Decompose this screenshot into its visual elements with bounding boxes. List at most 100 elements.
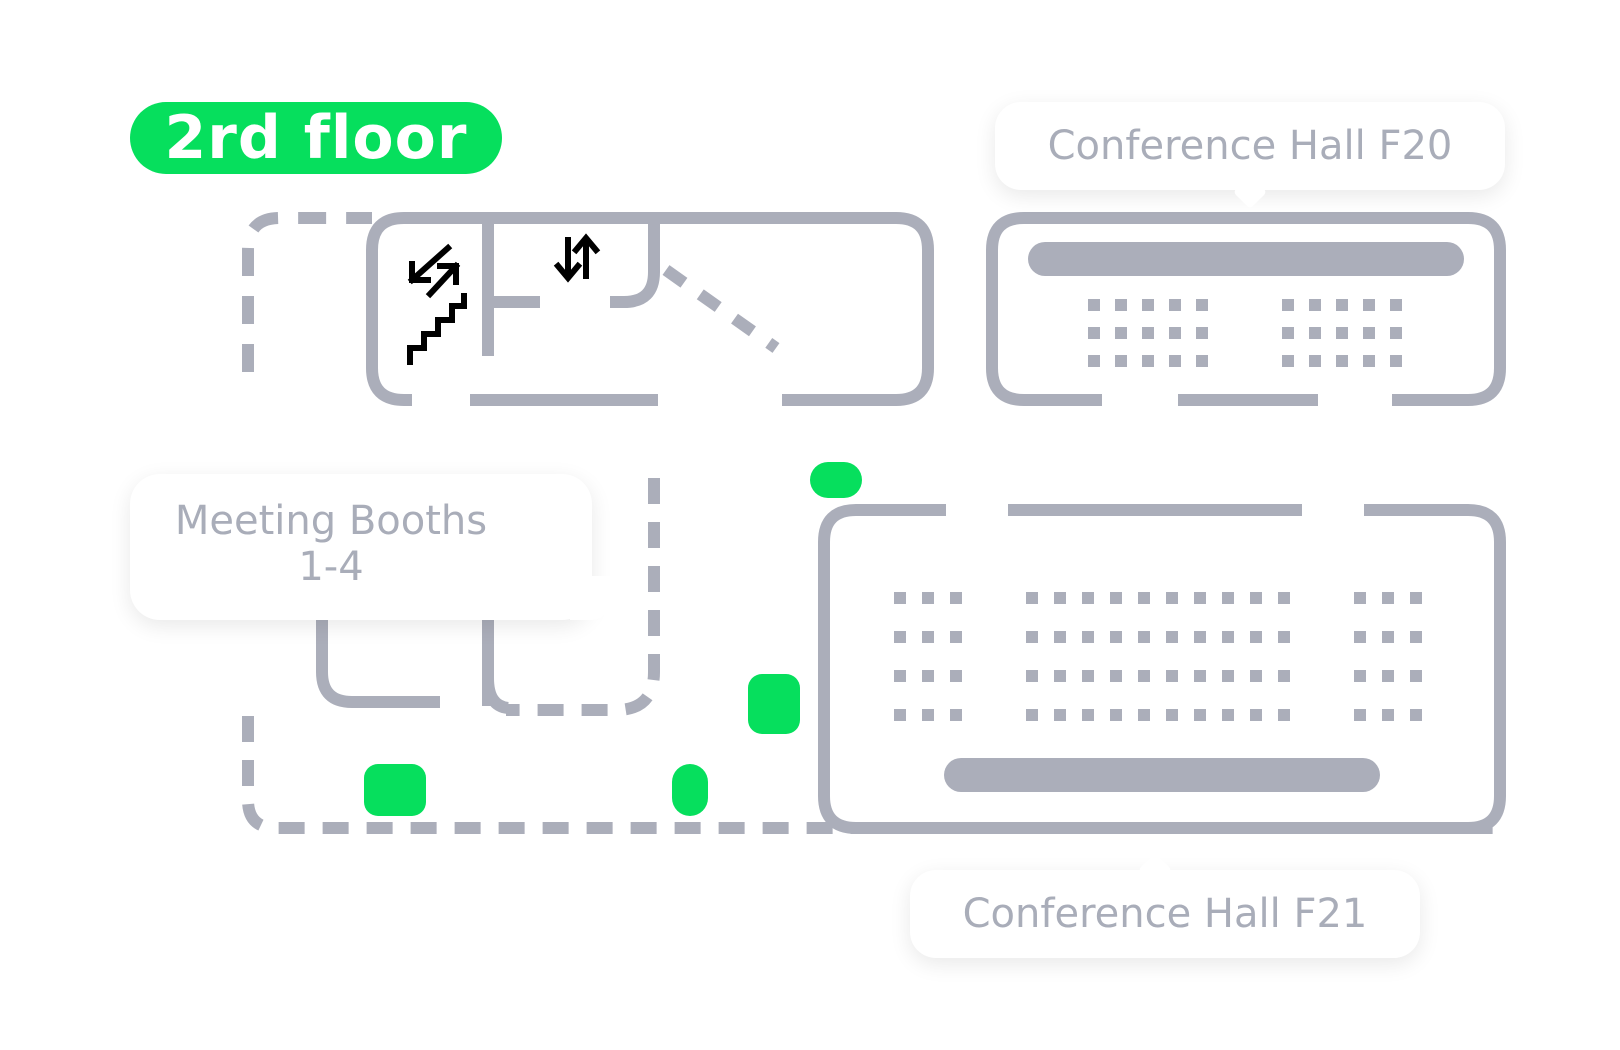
seat [1082, 592, 1094, 604]
seat [1115, 299, 1127, 311]
seat [1194, 670, 1206, 682]
seat [1282, 327, 1294, 339]
seat [1278, 592, 1290, 604]
corridor-dashed-wall-bottom [242, 716, 1500, 834]
seat [1026, 592, 1038, 604]
corridor-dashed-wall-top-left [242, 212, 372, 372]
seat [1336, 355, 1348, 367]
seat [1363, 355, 1375, 367]
conference-hall-f21-callout[interactable]: Conference Hall F21 [910, 870, 1420, 958]
seat [1142, 327, 1154, 339]
seat [1250, 592, 1262, 604]
meeting-booth-wall-right-corner [482, 677, 510, 714]
seat [1110, 592, 1122, 604]
seat [1309, 355, 1321, 367]
seat [1222, 631, 1234, 643]
seat [1222, 709, 1234, 721]
conference-hall-f21-wall [818, 504, 1506, 834]
seat [1026, 709, 1038, 721]
green-marker-mid[interactable] [748, 674, 800, 734]
seat [1363, 299, 1375, 311]
conference-hall-f20-seats [1088, 299, 1402, 367]
green-marker-bottom-mid[interactable] [672, 764, 708, 816]
seat [1309, 299, 1321, 311]
stairs-icon [407, 293, 467, 365]
meeting-booths-label: Meeting Booths [174, 498, 488, 544]
seat [1054, 592, 1066, 604]
seat [1115, 355, 1127, 367]
seat [1166, 709, 1178, 721]
green-marker-bottom-left[interactable] [364, 764, 426, 816]
seat [1138, 670, 1150, 682]
seat [1282, 355, 1294, 367]
seat [894, 592, 906, 604]
seat [1336, 299, 1348, 311]
seat [1088, 355, 1100, 367]
floor-badge: 2rd floor [130, 102, 502, 174]
seat [922, 670, 934, 682]
seat [1410, 631, 1422, 643]
seat [1142, 355, 1154, 367]
seat [1169, 327, 1181, 339]
seat [1088, 299, 1100, 311]
conference-hall-f20-label: Conference Hall F20 [1047, 123, 1453, 169]
seat [1194, 709, 1206, 721]
seat [894, 670, 906, 682]
escalator-icon [407, 243, 461, 299]
elevator-wall [610, 218, 660, 308]
seat [1194, 592, 1206, 604]
seat [922, 631, 934, 643]
seat [950, 592, 962, 604]
seat [950, 631, 962, 643]
meeting-booths-dashed-wall-right [506, 478, 660, 716]
seat [894, 631, 906, 643]
seat [1382, 592, 1394, 604]
service-room-wall-left [366, 212, 934, 406]
seat [1110, 631, 1122, 643]
seat [1194, 631, 1206, 643]
seat [894, 709, 906, 721]
seat [1142, 299, 1154, 311]
seat [1054, 631, 1066, 643]
seat [1390, 299, 1402, 311]
seat [1354, 631, 1366, 643]
conference-hall-f20-stage [1028, 242, 1464, 276]
seat [1196, 299, 1208, 311]
seat [1138, 631, 1150, 643]
seat [950, 670, 962, 682]
seat [1390, 355, 1402, 367]
seat [1382, 631, 1394, 643]
seat [1250, 670, 1262, 682]
seat [950, 709, 962, 721]
seat [1390, 327, 1402, 339]
green-marker-top[interactable] [810, 462, 862, 498]
seat [1354, 670, 1366, 682]
seat [1026, 631, 1038, 643]
seat [1354, 592, 1366, 604]
seat [1222, 670, 1234, 682]
seat [1250, 709, 1262, 721]
seat [1110, 709, 1122, 721]
conference-hall-f21-label: Conference Hall F21 [962, 891, 1368, 937]
seat [1138, 709, 1150, 721]
seat [1054, 709, 1066, 721]
meeting-booths-callout[interactable]: Meeting Booths 1-4 [130, 474, 610, 620]
seat [1410, 592, 1422, 604]
seat [1110, 670, 1122, 682]
seat [1138, 592, 1150, 604]
seat [1222, 592, 1234, 604]
seat [1336, 327, 1348, 339]
seat [1082, 631, 1094, 643]
conference-hall-f20-callout[interactable]: Conference Hall F20 [995, 102, 1505, 190]
seat [1166, 631, 1178, 643]
elevator-icon [553, 233, 601, 283]
seat [1410, 670, 1422, 682]
seat [1196, 327, 1208, 339]
conference-hall-f20-wall [986, 212, 1506, 406]
seat [1169, 355, 1181, 367]
seat [1278, 631, 1290, 643]
seat [1054, 670, 1066, 682]
seat [1282, 299, 1294, 311]
seat [1082, 709, 1094, 721]
seat [1115, 327, 1127, 339]
